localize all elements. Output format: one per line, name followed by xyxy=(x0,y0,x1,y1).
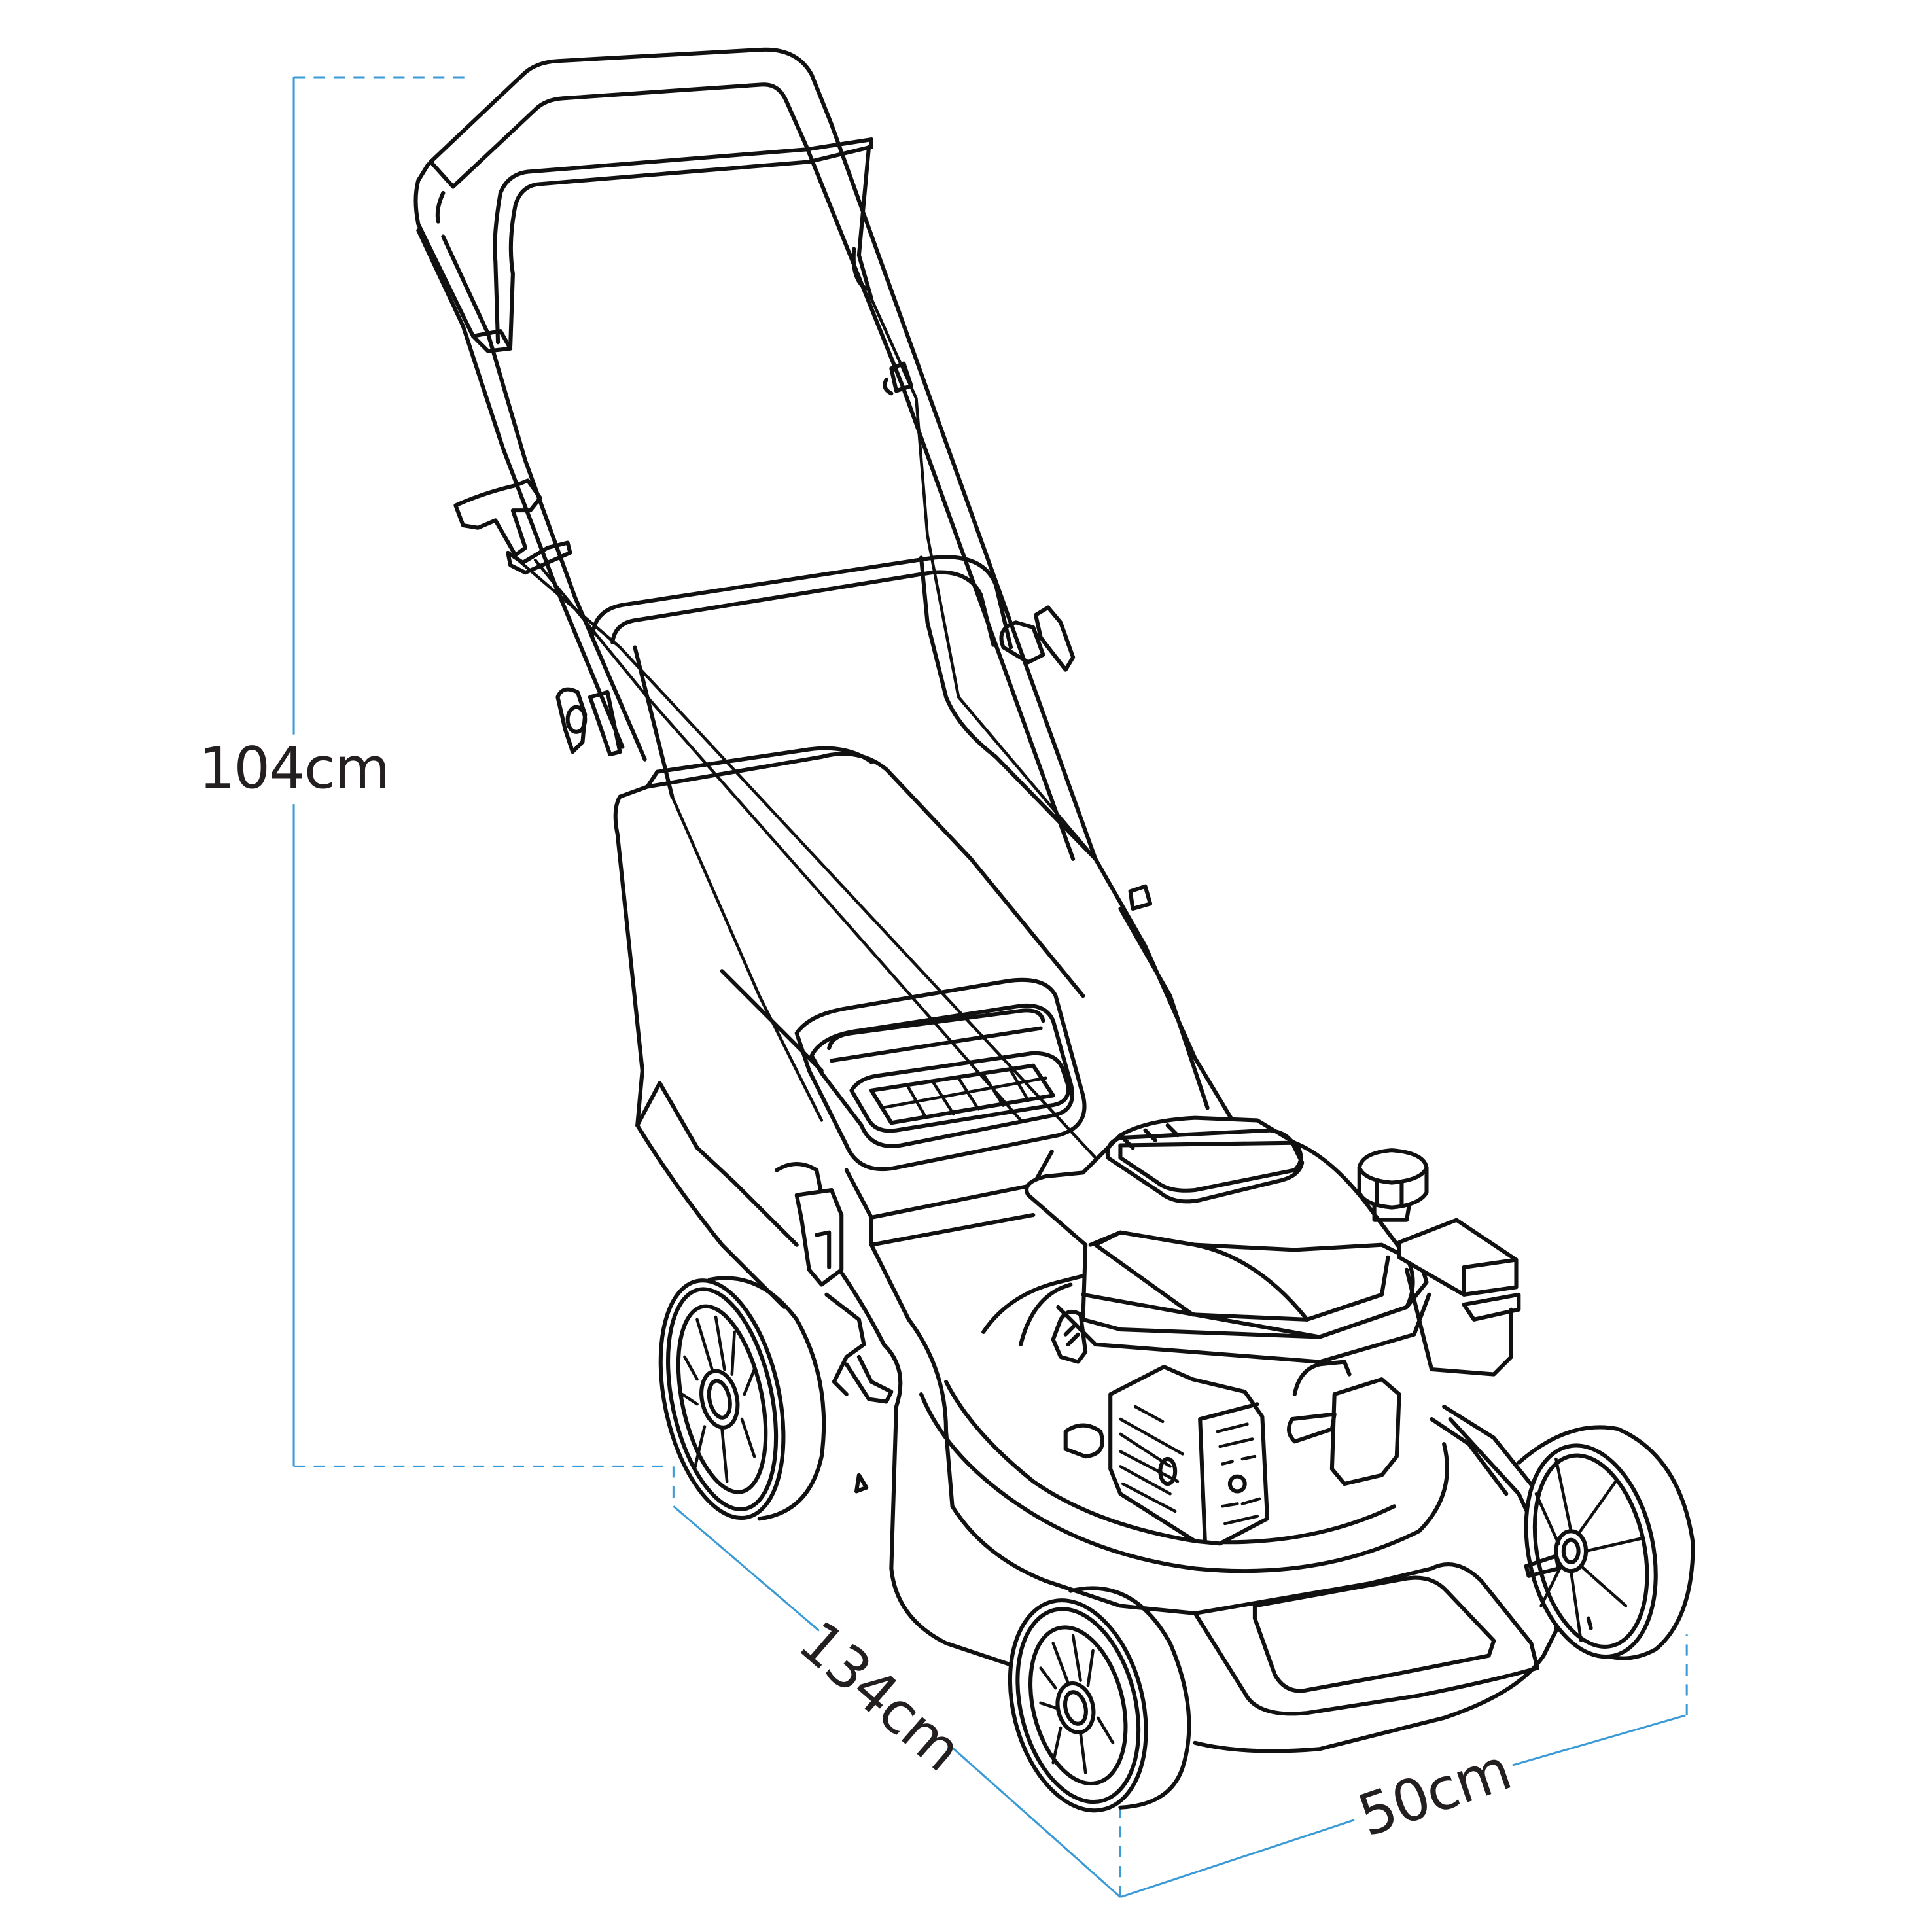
air-filter xyxy=(1397,1218,1519,1297)
rear-left-wheel xyxy=(658,1276,826,1521)
handle-grip xyxy=(413,160,476,338)
front-left-wheel xyxy=(1008,1586,1191,1813)
left-handle-knob xyxy=(555,687,588,754)
recoil-start-housing xyxy=(1108,1365,1269,1546)
width-line-right xyxy=(1512,1714,1686,1766)
width-line-left xyxy=(1119,1819,1355,1899)
height-dimension-label: 104cm xyxy=(199,735,389,801)
spark-plug xyxy=(1051,1309,1088,1364)
width-dimension-label: 50cm xyxy=(1350,1736,1518,1850)
control-bail xyxy=(493,137,873,345)
height-dimension: 104cm xyxy=(199,76,673,1467)
grass-collection-bag xyxy=(590,555,1235,1309)
muffler xyxy=(1329,1377,1401,1486)
length-dimension-label: 134cm xyxy=(786,1608,974,1783)
handle-assembly xyxy=(413,47,1098,1159)
handle-knobs xyxy=(555,605,1153,911)
engine xyxy=(1024,1115,1521,1546)
length-line-upper xyxy=(673,1505,820,1632)
bag-frame xyxy=(590,555,1013,650)
right-handle-knob xyxy=(1034,605,1076,672)
handle-brackets xyxy=(775,1162,894,1404)
length-line-lower xyxy=(950,1746,1121,1898)
throttle-lever xyxy=(453,478,542,557)
rear-right-wheel xyxy=(1517,1425,1695,1660)
deck-outline xyxy=(819,1242,1558,1753)
dimension-lines: 104cm 134cm 50cm xyxy=(199,76,1688,1899)
mower-deck xyxy=(819,1242,1558,1753)
handle-bar xyxy=(429,47,1098,861)
